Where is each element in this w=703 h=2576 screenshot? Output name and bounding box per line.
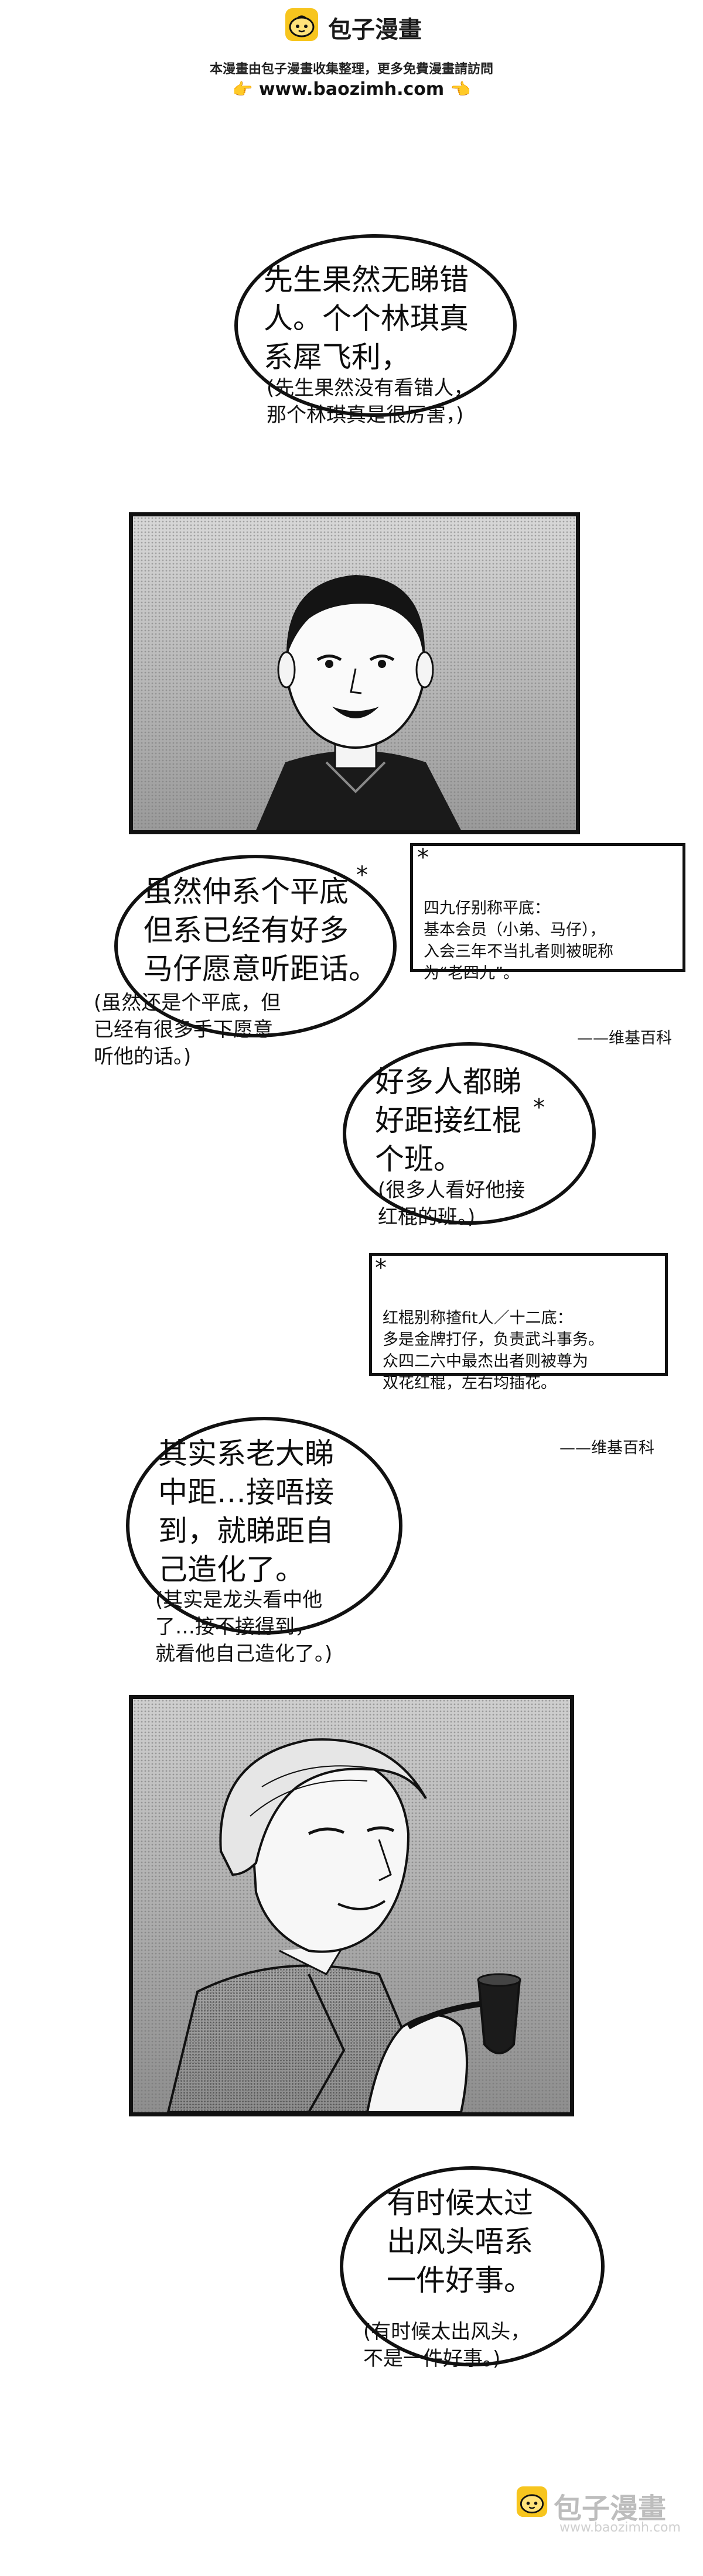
footnote-box-2: 红棍别称揸fit人／十二底： 多是金牌打仔，负责武斗事务。 众四二六中最杰出者则… (369, 1253, 668, 1457)
speech-text-4: 其实系老大睇 中距…接唔接 到，就睇距自 己造化了。 (158, 1437, 334, 1587)
speech-bubble-3 (343, 1042, 596, 1225)
baozi-logo-icon (284, 7, 319, 42)
footnote-star-icon: * (356, 862, 368, 889)
footnote-star-icon: * (375, 1255, 387, 1282)
footnote-text-1: 四九仔别称平底： 基本会员（小弟、马仔）， 入会三年不当扎者则被昵称 为“老四九… (424, 899, 613, 982)
speech-bubble-1 (234, 234, 517, 417)
footnote-text-2: 红棍别称揸fit人／十二底： 多是金牌打仔，负责武斗事务。 众四二六中最杰出者则… (383, 1309, 604, 1392)
pointing-left-hand-icon: 👈 (450, 80, 471, 99)
header-brand: 包子漫畫 (328, 16, 422, 43)
comic-panel-1 (129, 512, 580, 834)
speech-text-5: 有时候太过 出风头唔系 一件好事。 (387, 2186, 533, 2297)
man-portrait-illustration (133, 516, 576, 830)
speech-text-2: 虽然仲系个平底 但系已经有好多 马仔愿意听距话。 (144, 875, 378, 986)
footnote-star-icon: * (533, 1094, 545, 1121)
footer-baozi-logo-icon (516, 2485, 548, 2518)
translation-text-1: (先生果然没有看错人， 那个林琪真是很厉害，) (267, 376, 474, 427)
speech-bubble-5 (340, 2166, 605, 2366)
speech-bubble-2 (114, 855, 397, 1037)
header-url[interactable]: www.baozimh.com (258, 79, 445, 100)
footnote-box-1: 四九仔别称平底： 基本会员（小弟、马仔）， 入会三年不当扎者则被昵称 为“老四九… (410, 843, 685, 1047)
footnote-source-1: ——维基百科 (577, 1029, 672, 1047)
footnote-source-2: ——维基百科 (559, 1439, 654, 1457)
speech-text-1: 先生果然无睇错 人。个个林琪真 系犀飞利， (264, 263, 469, 374)
header-note: 本漫畫由包子漫畫收集整理，更多免費漫畫請訪問 (209, 62, 493, 77)
pointing-right-hand-icon: 👉 (232, 80, 253, 99)
speech-bubble-4 (126, 1417, 402, 1635)
man-with-pipe-illustration (133, 1699, 570, 2112)
header-url-row: 👉 www.baozimh.com 👈 (0, 79, 703, 100)
comic-panel-2 (129, 1695, 574, 2116)
translation-text-2: (虽然还是个平底，但 已经有很多手下愿意 听他的话。) (94, 991, 281, 1068)
footnote-star-icon: * (417, 844, 429, 871)
translation-text-5: (有时候太出风头， 不是一件好事。) (363, 2320, 531, 2371)
speech-text-3: 好多人都睇 好距接红棍 个班。 (375, 1065, 521, 1176)
translation-text-4: (其实是龙头看中他 了…接不接得到， 就看他自己造化了。) (155, 1588, 333, 1666)
footer-url[interactable]: www.baozimh.com (559, 2520, 681, 2535)
footer-brand: 包子漫畫 (554, 2492, 667, 2525)
translation-text-3: (很多人看好他接 红棍的班。) (378, 1179, 525, 1229)
